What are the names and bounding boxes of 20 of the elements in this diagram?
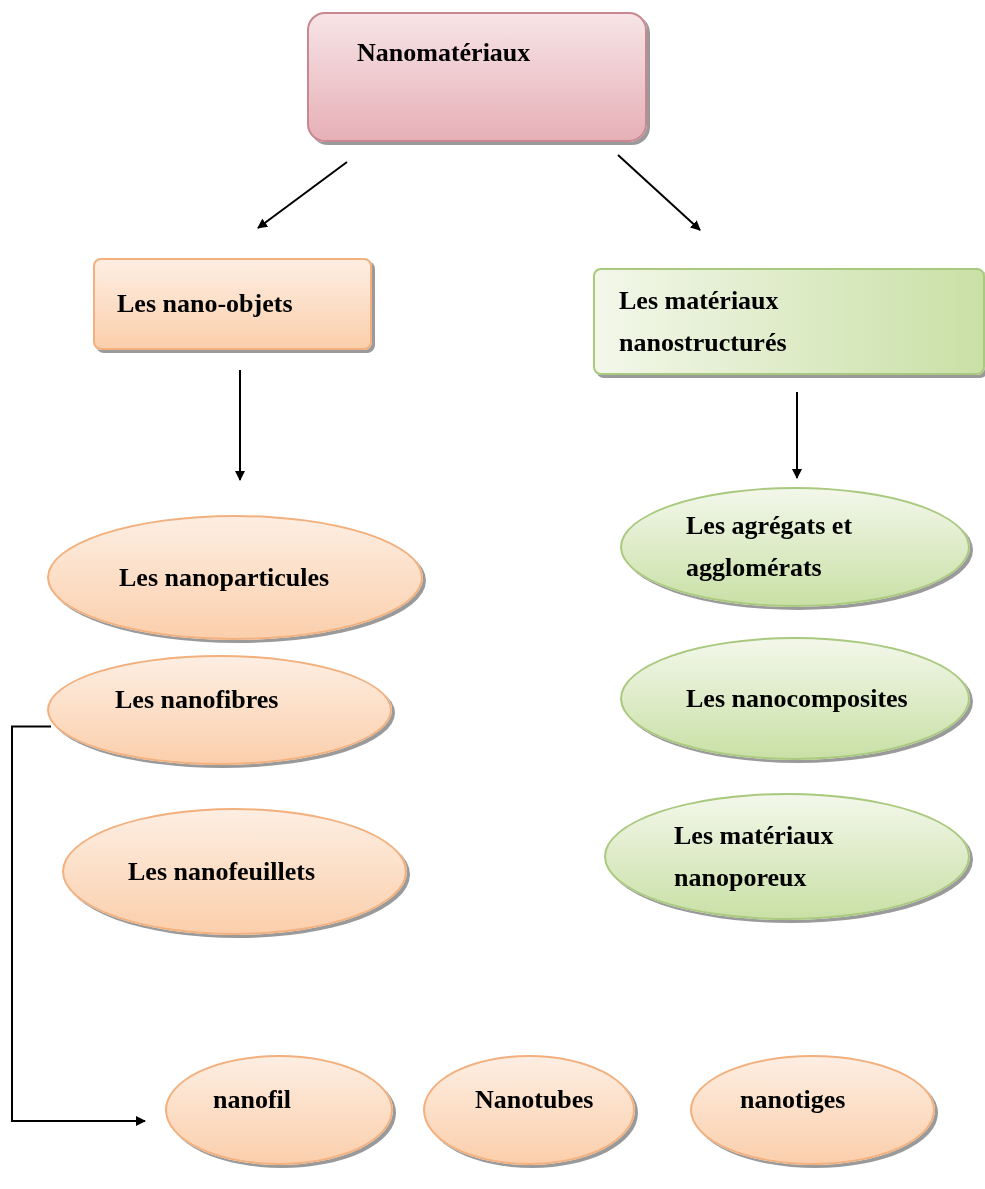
process-box: [93, 258, 372, 350]
node-label: Nanotubes: [475, 1084, 595, 1116]
arrow: [11, 725, 146, 1126]
arrow: [235, 369, 245, 481]
arrow: [792, 391, 802, 479]
process-box: [307, 12, 647, 142]
node-label: Les nanofibres: [115, 684, 280, 716]
node-label: Nanomatériaux: [357, 37, 532, 69]
node-label: nanotiges: [740, 1084, 847, 1116]
node-label: Les matériaux nanoporeux: [674, 819, 835, 894]
node-label: Les nano-objets: [117, 288, 294, 320]
node-label: Les agrégats et agglomérats: [686, 510, 854, 584]
arrow: [257, 161, 348, 229]
process-box: [593, 268, 985, 375]
node-label: Les nanoparticules: [119, 561, 331, 594]
arrow: [617, 154, 701, 231]
node-label: Les matériaux nanostructurés: [619, 284, 788, 359]
node-label: Les nanocomposites: [686, 682, 909, 715]
node-label: Les nanofeuillets: [128, 855, 317, 888]
node-label: nanofil: [213, 1084, 293, 1116]
